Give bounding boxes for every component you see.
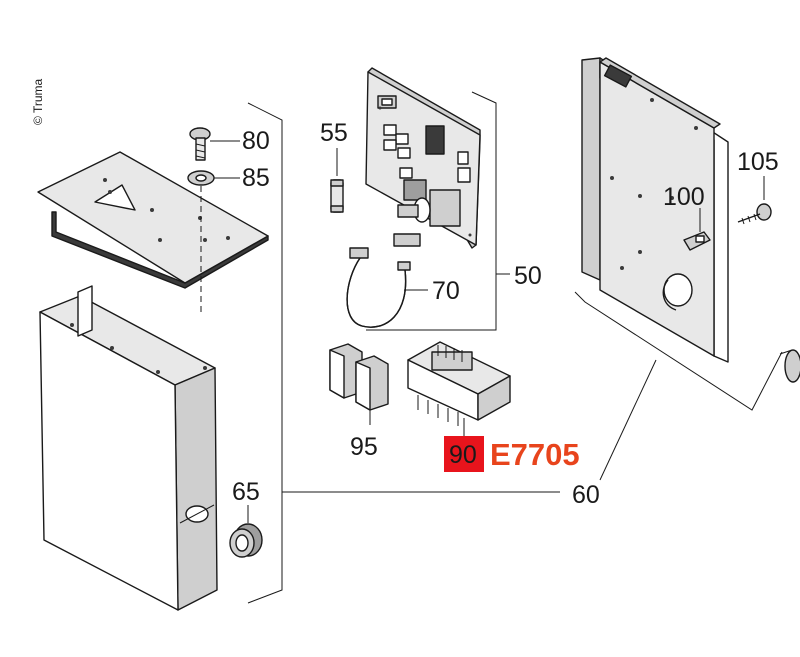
- label-80: 80: [242, 127, 270, 155]
- back-plate-drawing: [581, 57, 729, 363]
- sensor-drawing: [683, 231, 711, 251]
- highlight-box: [444, 436, 484, 472]
- cable-harness-drawing: [346, 233, 421, 328]
- screw-drawing: [189, 127, 211, 161]
- label-100: 100: [663, 183, 705, 211]
- label-65: 65: [232, 478, 260, 506]
- control-board-drawing: [365, 67, 481, 249]
- label-50: 50: [514, 262, 542, 290]
- grommet-drawing: [229, 523, 263, 558]
- label-85: 85: [242, 164, 270, 192]
- label-95: 95: [350, 433, 378, 461]
- label-60: 60: [572, 481, 600, 509]
- label-105: 105: [737, 148, 779, 176]
- copyright-text: © Truma: [31, 78, 45, 125]
- cover-plate-drawing: [37, 151, 269, 289]
- fuse-drawing: [330, 179, 344, 213]
- washer-drawing: [187, 170, 215, 186]
- part-code: E7705: [490, 437, 580, 472]
- label-55: 55: [320, 119, 348, 147]
- clip-drawing: [779, 349, 800, 383]
- transformer-drawing: [407, 341, 511, 426]
- housing-drawing: [39, 285, 218, 611]
- screw-105-drawing: [737, 203, 772, 225]
- label-70: 70: [432, 277, 460, 305]
- label-90: 90: [449, 441, 477, 469]
- relay-drawing: [329, 343, 389, 411]
